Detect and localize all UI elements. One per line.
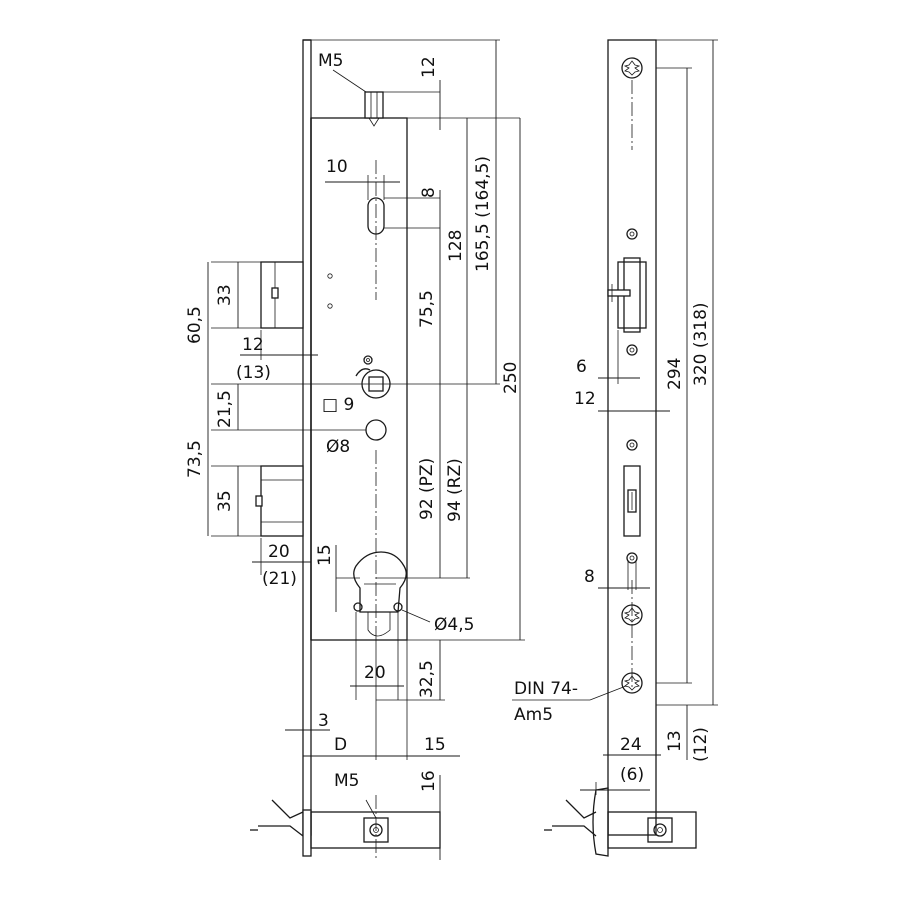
cylinder-cutout — [353, 551, 407, 637]
label-75-5: 75,5 — [417, 290, 437, 328]
label-dia8: Ø8 — [326, 437, 350, 457]
label-15-bottom: 15 — [424, 735, 446, 755]
label-32-5: 32,5 — [417, 660, 437, 698]
label-12-fp: 12 — [574, 389, 596, 409]
label-6-paren: (6) — [620, 765, 644, 785]
label-8-fp: 8 — [584, 567, 595, 587]
forend-plate — [302, 39, 312, 836]
torx-screw — [621, 672, 643, 694]
label-m5-bottom: M5 — [334, 771, 359, 791]
label-13-paren: (13) — [236, 363, 271, 383]
label-35: 35 — [215, 490, 235, 512]
label-21-paren: (21) — [262, 569, 297, 589]
label-33: 33 — [215, 284, 235, 306]
small-hole — [327, 273, 333, 279]
label-13-fp: 13 — [665, 730, 685, 752]
bottom-view-right — [544, 782, 697, 857]
dimension-lines-front — [207, 39, 525, 760]
torx-screw — [621, 57, 643, 79]
m5-screw-top — [364, 91, 440, 127]
latch-bolt — [260, 261, 304, 329]
bolt-opening — [623, 465, 641, 537]
label-165-5: 165,5 (164,5) — [473, 156, 493, 272]
label-16: 16 — [419, 770, 439, 792]
label-128: 128 — [446, 230, 466, 262]
label-20-latch: 20 — [268, 542, 290, 562]
label-m5-top: M5 — [318, 51, 343, 71]
label-12-left: 12 — [242, 335, 264, 355]
forend-strip — [607, 39, 657, 836]
dia8-hole — [365, 419, 387, 441]
label-94-rz: 94 (RZ) — [445, 458, 465, 522]
spindle-hub — [355, 355, 391, 399]
dead-bolt — [255, 465, 304, 537]
label-dia4-5: Ø4,5 — [434, 615, 474, 635]
small-hole — [327, 303, 333, 309]
label-250: 250 — [501, 362, 521, 394]
label-6-fp: 6 — [576, 357, 587, 377]
label-15-cyl: 15 — [315, 544, 335, 566]
top-slot — [367, 160, 385, 300]
label-24: 24 — [620, 735, 642, 755]
label-12-paren: (12) — [691, 727, 711, 762]
label-12-top: 12 — [419, 56, 439, 78]
label-din-line1: DIN 74- — [514, 679, 578, 699]
torx-screw — [621, 604, 643, 626]
label-8-slot: 8 — [419, 187, 439, 198]
bottom-view-left — [250, 775, 441, 860]
label-92-pz: 92 (PZ) — [417, 458, 437, 520]
label-din-line2: Am5 — [514, 705, 553, 725]
label-60-5: 60,5 — [185, 306, 205, 344]
label-20-cyl: 20 — [364, 663, 386, 683]
label-sq9: □ 9 — [322, 395, 354, 415]
forend-side-view — [512, 39, 718, 836]
lock-body — [255, 39, 440, 836]
label-d: D — [334, 735, 347, 755]
label-320: 320 (318) — [691, 302, 711, 386]
label-294: 294 — [665, 358, 685, 390]
label-3: 3 — [318, 711, 329, 731]
dimension-labels: M5 12 10 8 128 165,5 (164,5) 250 75,5 60… — [185, 51, 711, 792]
latch-opening — [607, 257, 647, 333]
label-10: 10 — [326, 157, 348, 177]
label-21-5: 21,5 — [215, 390, 235, 428]
label-73-5: 73,5 — [185, 440, 205, 478]
